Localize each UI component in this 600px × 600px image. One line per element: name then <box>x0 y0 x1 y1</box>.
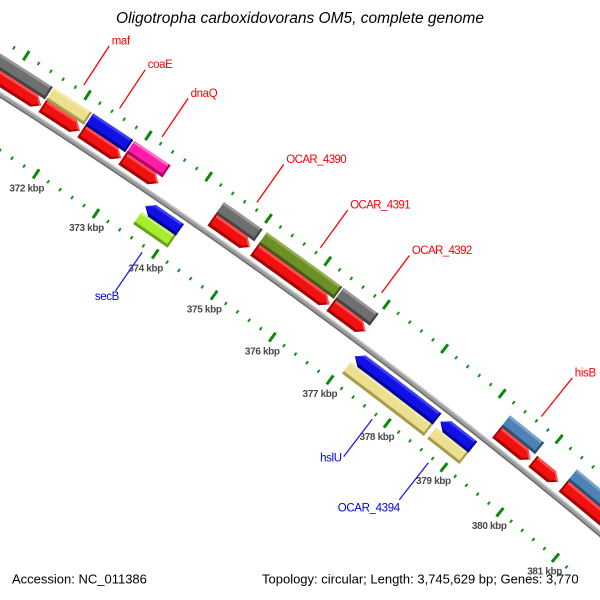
svg-text:381 kbp: 381 kbp <box>527 566 562 577</box>
svg-text:Topology: circular; Length: 3,: Topology: circular; Length: 3,745,629 bp… <box>262 572 579 587</box>
svg-text:secB: secB <box>95 291 120 303</box>
svg-text:Oligotropha carboxidovorans OM: Oligotropha carboxidovorans OM5, complet… <box>116 10 484 27</box>
svg-text:OCAR_4390: OCAR_4390 <box>286 154 346 166</box>
svg-text:379 kbp: 379 kbp <box>416 476 451 487</box>
svg-text:Accession: NC_011386: Accession: NC_011386 <box>12 572 147 587</box>
svg-text:374 kbp: 374 kbp <box>128 264 163 275</box>
svg-text:hslU: hslU <box>320 453 342 465</box>
svg-text:372 kbp: 372 kbp <box>9 184 44 195</box>
svg-text:dnaQ: dnaQ <box>191 88 218 100</box>
svg-text:378 kbp: 378 kbp <box>360 432 395 443</box>
svg-text:maf: maf <box>112 36 131 48</box>
svg-text:hisB: hisB <box>575 367 597 379</box>
svg-text:OCAR_4392: OCAR_4392 <box>412 245 472 257</box>
svg-text:OCAR_4394: OCAR_4394 <box>338 503 401 515</box>
svg-text:380 kbp: 380 kbp <box>472 521 507 532</box>
svg-text:OCAR_4391: OCAR_4391 <box>350 200 410 212</box>
svg-text:376 kbp: 376 kbp <box>245 346 280 357</box>
svg-text:coaE: coaE <box>148 59 173 71</box>
svg-text:375 kbp: 375 kbp <box>187 305 222 316</box>
svg-text:373 kbp: 373 kbp <box>69 223 104 234</box>
svg-text:377 kbp: 377 kbp <box>303 389 338 400</box>
